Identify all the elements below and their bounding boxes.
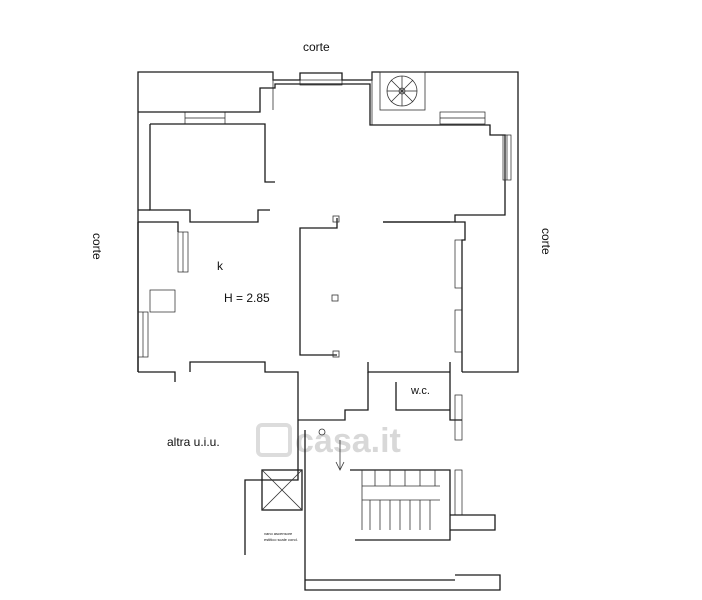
watermark: casa.it [256, 422, 401, 460]
room-label-wc: w.c. [410, 385, 430, 397]
court-label-left: corte [90, 233, 104, 260]
stairwell-block [244, 420, 501, 591]
ceiling-height-label: H = 2.85 [224, 291, 270, 305]
other-unit-label: altra u.i.u. [167, 435, 220, 449]
court-label-right: corte [539, 228, 553, 255]
watermark-text: casa.it [295, 422, 401, 460]
apartment-walls [137, 83, 506, 421]
room-label-k: k [217, 259, 224, 273]
note-line-1: vano ascensore [264, 531, 293, 536]
court-boundary [137, 71, 519, 373]
interior-partitions [298, 215, 450, 421]
top-windows [184, 79, 512, 181]
left-side-openings [137, 231, 189, 358]
note-line-2: estitico scale cond. [264, 537, 298, 542]
court-label-top: corte [303, 40, 330, 54]
spiral-stair-icon [379, 71, 426, 111]
labels: corte corte corte k H = 2.85 w.c. altra … [90, 40, 553, 542]
right-side-openings [454, 239, 463, 516]
